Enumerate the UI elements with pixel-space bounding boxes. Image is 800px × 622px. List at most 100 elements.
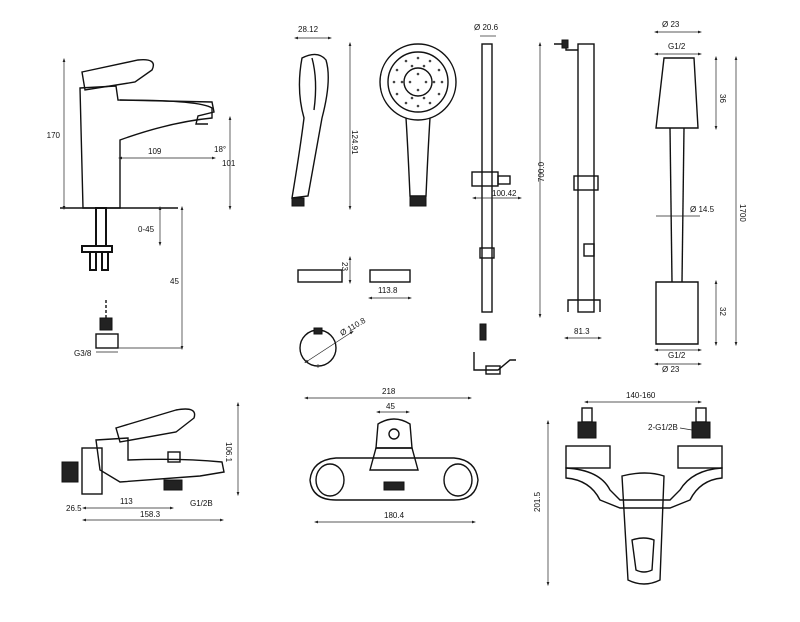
- basin-spout-height-label: 101: [222, 159, 236, 168]
- shower-thread-label: 2-G1/2B: [648, 423, 678, 432]
- rail-outlet-elbow: [473, 352, 516, 371]
- bath-mixer-front-view: 218 45 180.4: [303, 387, 479, 524]
- shower-left-nut: [565, 445, 611, 469]
- rail-dia-label: Ø 20.6: [474, 23, 499, 32]
- front-lever: [375, 418, 413, 449]
- hand-shower-inner-ring: [403, 67, 433, 97]
- front-lever-cap: [388, 428, 400, 440]
- rail-side-bar: [577, 43, 595, 313]
- hand-shower-side-view: 28.12 124.91: [291, 25, 359, 211]
- bath-length-label: 158.3: [140, 510, 161, 519]
- rail-side-foot: [567, 299, 601, 312]
- shower-lever: [621, 472, 665, 585]
- shower-body: [565, 467, 723, 509]
- holder-detail: 23 113.8 Ø 110.8: [297, 255, 413, 368]
- hose-dia-top-label: Ø 23: [662, 20, 680, 29]
- holder-height-label: 23: [340, 262, 349, 271]
- shower-centres-label: 140-160: [626, 391, 656, 400]
- hose-end-bottom-label: 32: [718, 307, 727, 316]
- shower-right-nut: [677, 445, 723, 469]
- rail-side-bracket: [583, 243, 595, 257]
- basin-thread-label: G3/8: [74, 349, 92, 358]
- basin-shank: [95, 207, 107, 249]
- bath-mixer-body: [95, 437, 225, 483]
- hand-shower-front-view: [379, 43, 457, 207]
- hose-left-edge: [669, 127, 673, 283]
- shower-mixer-front-view: 140-160 2-G1/2B 201.5: [533, 391, 723, 587]
- basin-height-label: 170: [47, 131, 61, 140]
- hose-right-edge: [681, 127, 685, 283]
- basin-mixer-body: [79, 85, 213, 209]
- rail-offset-label: 81.3: [574, 327, 590, 336]
- hand-shower-side-connector: [291, 197, 305, 207]
- bath-spout-outlet: [163, 479, 183, 491]
- rail-length-label: 700.0: [537, 161, 546, 182]
- basin-shank-label: 45: [170, 277, 179, 286]
- front-center-body: [369, 447, 419, 471]
- flange-dia-label: Ø 110.8: [339, 316, 368, 338]
- holder-length-label: 113.8: [378, 286, 398, 295]
- basin-pipe-left: [89, 251, 97, 271]
- front-width-label: 218: [382, 387, 396, 396]
- shower-inlet-right: [691, 421, 711, 439]
- hand-shower-side-face: [311, 57, 317, 111]
- bath-mixer-inlet: [61, 461, 79, 483]
- rail-top-cap: [561, 39, 569, 49]
- shower-hose-view: Ø 23 G1/2 36 Ø 14.5 1700 32 G1/2 Ø 23: [653, 20, 747, 374]
- slide-rail-view: Ø 20.6 100.42: [471, 23, 523, 375]
- bath-mixer-side-view: 106.1 26.5 113 G1/2B 158.3: [61, 401, 240, 522]
- front-body-label: 180.4: [384, 511, 405, 520]
- hose-dia-mid-label: Ø 14.5: [690, 205, 715, 214]
- hand-shower-handle: [405, 117, 431, 197]
- slide-rail-side-view: 700.0 81.3: [537, 39, 603, 340]
- holder-top: [369, 269, 411, 283]
- basin-mixer-lever: [81, 59, 155, 91]
- basin-range-label: 0-45: [138, 225, 155, 234]
- hose-thread-top-label: G1/2: [668, 42, 686, 51]
- shower-inlet-right-stem: [695, 407, 707, 423]
- basin-reach-label: 109: [148, 147, 162, 156]
- wall-flange: [299, 329, 337, 367]
- bath-mixer-wall-plate: [81, 447, 103, 495]
- hand-shower-head: [379, 43, 457, 121]
- front-right-cover: [443, 463, 473, 497]
- handshower-length-label: 124.91: [350, 130, 359, 155]
- bath-thread-label: G1/2B: [190, 499, 213, 508]
- hose-length-label: 1700: [738, 204, 747, 222]
- front-handle-label: 45: [386, 402, 395, 411]
- hand-shower-side-outline: [291, 53, 329, 199]
- bath-height-label: 106.1: [224, 442, 233, 463]
- front-outlet: [383, 481, 405, 491]
- handshower-width-label: 28.12: [298, 25, 319, 34]
- basin-connector: [95, 333, 119, 349]
- hand-shower-nozzles: [392, 56, 444, 108]
- rail-side-slider: [573, 175, 599, 191]
- hand-shower-connector: [409, 195, 427, 207]
- hand-shower-face-ring: [387, 51, 449, 113]
- bath-reach-label: 113: [120, 497, 133, 506]
- hose-top-cone: [655, 57, 699, 129]
- hose-dia-bottom-label: Ø 23: [662, 365, 680, 374]
- basin-mixer-view: 170 109 18° 101 0-45 45 G3/8: [47, 57, 236, 358]
- rail-outlet-base: [485, 365, 501, 375]
- wall-flange-tab: [313, 327, 323, 335]
- rail-slider: [471, 171, 499, 187]
- slider-width-label: 100.42: [492, 189, 517, 198]
- hose-end-top-label: 36: [718, 94, 727, 103]
- shower-inlet-left-stem: [581, 407, 593, 423]
- hose-thread-bottom-label: G1/2: [668, 351, 686, 360]
- slide-rail: [481, 43, 493, 313]
- bath-offset-label: 26.5: [66, 504, 82, 513]
- basin-hose-nut: [99, 317, 113, 331]
- front-body: [309, 457, 479, 501]
- basin-angle-label: 18°: [214, 145, 226, 154]
- bath-mixer-lever: [115, 408, 196, 443]
- shower-height-label: 201.5: [533, 491, 542, 512]
- rail-bracket: [479, 247, 495, 259]
- holder-side: [297, 269, 343, 283]
- rail-slider-knob: [497, 175, 511, 185]
- basin-mixer-spout: [119, 99, 215, 125]
- hose-bottom-cone: [655, 281, 699, 345]
- front-left-cover: [315, 463, 345, 497]
